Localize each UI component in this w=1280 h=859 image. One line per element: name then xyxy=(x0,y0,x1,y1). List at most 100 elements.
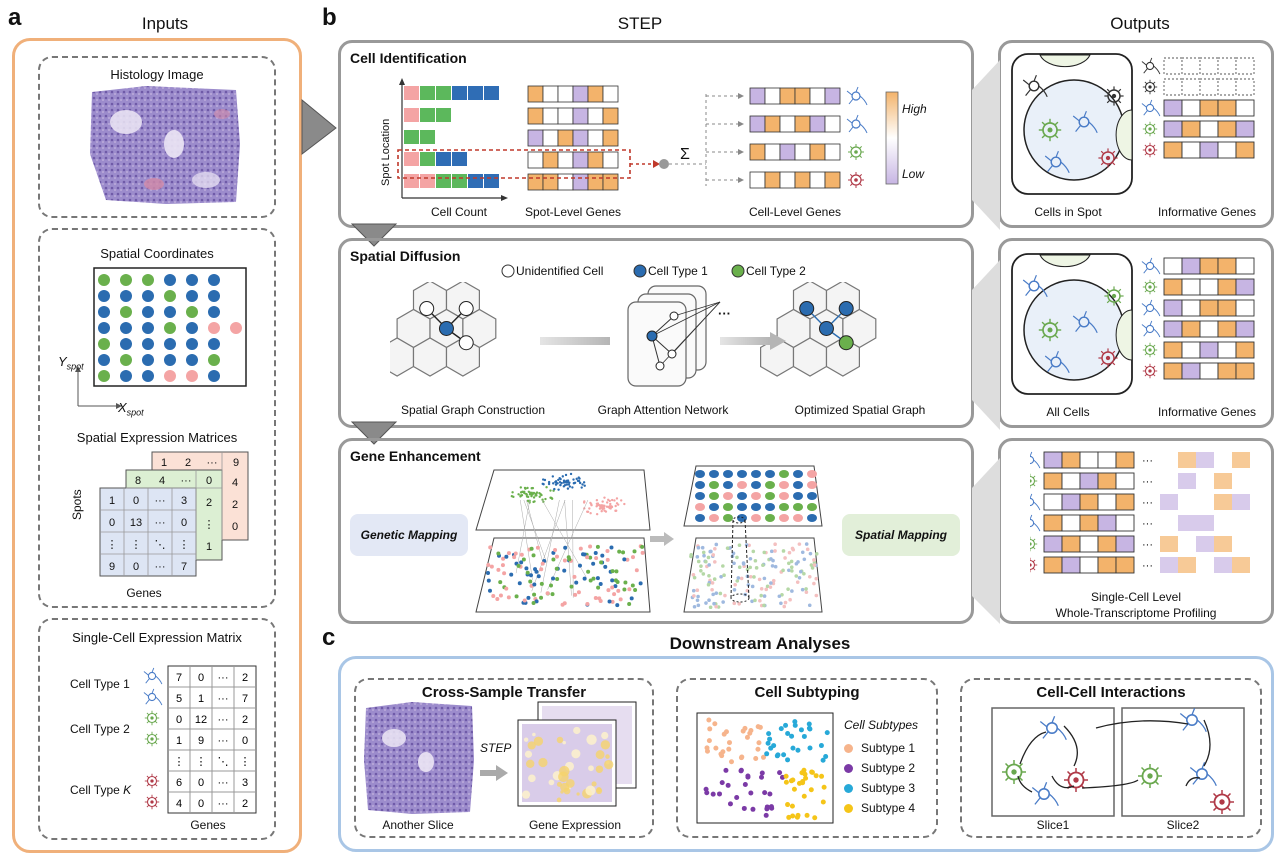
cluster-dot xyxy=(583,484,586,487)
profile-gene-cell-faded xyxy=(1232,536,1250,552)
subtype-dot xyxy=(712,721,718,727)
expression-blob xyxy=(604,759,614,770)
enhanced-dot xyxy=(707,563,711,567)
cluster-dot xyxy=(556,482,559,485)
enhanced-dot xyxy=(814,552,819,556)
inputs-frame xyxy=(12,38,302,853)
spatial-spot xyxy=(793,470,803,478)
spatial-spot xyxy=(709,481,719,489)
mapped-dot xyxy=(605,557,610,562)
matrix-value: 0 xyxy=(198,798,204,810)
single-cell-genes-label: Genes xyxy=(190,818,226,832)
spot-dot xyxy=(186,290,198,302)
enhanced-dot xyxy=(719,574,723,579)
spatial-spot xyxy=(709,514,719,522)
matrix-value: 0 xyxy=(242,735,248,747)
cluster-dot xyxy=(550,497,554,500)
spot-dot xyxy=(142,306,154,318)
arrow-cellid-to-diffusion xyxy=(350,223,398,247)
enhanced-dot xyxy=(786,561,791,566)
attention-node xyxy=(655,361,665,371)
cluster-dot xyxy=(534,493,537,496)
spot-dot xyxy=(98,306,110,318)
panel-label-a: a xyxy=(8,4,22,31)
mapped-dot xyxy=(627,601,632,606)
spot-dot xyxy=(186,338,198,350)
mapped-dot xyxy=(615,603,620,608)
spot-dot xyxy=(98,274,110,286)
enhanced-dot xyxy=(762,576,767,581)
cell-icon xyxy=(1142,363,1158,379)
enhanced-dot xyxy=(692,594,696,598)
enhanced-dot xyxy=(712,601,716,606)
informative-gene-cell xyxy=(1217,99,1237,117)
spot-level-genes-label: Spot-Level Genes xyxy=(524,205,622,219)
subtype-dot xyxy=(717,791,723,797)
spot-gene-cell xyxy=(527,85,544,103)
profile-gene-cell-faded xyxy=(1160,557,1178,573)
subtype-dot xyxy=(762,790,768,796)
enhanced-dot xyxy=(713,560,717,564)
cell-gene-cell xyxy=(779,87,796,105)
enhanced-dot xyxy=(732,601,737,606)
subtyping-scatter xyxy=(696,712,834,824)
cells-in-spot-label: Cells in Spot xyxy=(1034,205,1102,219)
attention-node xyxy=(646,330,658,342)
informative-genes-label-1: Informative Genes xyxy=(1157,205,1257,219)
neuron-icon xyxy=(1179,708,1207,732)
subtype-dot xyxy=(739,754,745,760)
spot-dot xyxy=(98,290,110,302)
cell-icon xyxy=(1142,279,1158,295)
informative-gene-cell xyxy=(1181,299,1201,317)
mapped-dot xyxy=(614,569,619,574)
profile-gene-cell xyxy=(1097,451,1117,469)
cluster-dot xyxy=(532,491,536,495)
profile-gene-cell xyxy=(1043,535,1063,553)
cluster-dot xyxy=(582,481,586,484)
subtype-swatch xyxy=(844,763,853,773)
cluster-dot xyxy=(552,482,555,485)
spot-gene-cell xyxy=(527,129,544,147)
profile-gene-cell xyxy=(1097,493,1117,511)
enhanced-dot xyxy=(779,601,783,606)
neuron-icon xyxy=(1030,451,1041,469)
enhanced-dot xyxy=(707,573,711,578)
mapping-line xyxy=(572,499,574,598)
enhanced-dot xyxy=(750,584,755,589)
cluster-dot xyxy=(527,490,531,493)
mapped-dot xyxy=(591,576,596,581)
neuron-icon xyxy=(1039,716,1067,740)
matrix-value: 4 xyxy=(232,477,238,489)
subtype-dot xyxy=(707,726,713,732)
graph-node xyxy=(458,301,474,317)
cluster-dot xyxy=(577,476,580,479)
mapped-dot xyxy=(607,599,612,604)
neuron-icon xyxy=(1072,110,1098,134)
profile-gene-cell-faded xyxy=(1160,494,1178,510)
enhanced-dot xyxy=(750,599,754,604)
cluster-dot xyxy=(560,481,563,485)
informative-gene-cell xyxy=(1181,278,1201,296)
matrix-value: 9 xyxy=(233,457,239,469)
informative-gene-cell xyxy=(1181,257,1201,275)
cell-icon xyxy=(1104,286,1124,306)
subtype-swatch xyxy=(844,743,853,753)
cluster-dot xyxy=(564,473,568,477)
matrix-value: 2 xyxy=(206,497,212,509)
enhanced-dot xyxy=(805,547,810,552)
expression-blob xyxy=(556,736,564,744)
enhanced-dot xyxy=(739,576,744,581)
enhanced-dot xyxy=(781,549,786,553)
mapped-dot xyxy=(610,569,615,574)
cluster-dot xyxy=(547,482,551,486)
enhanced-dot xyxy=(695,555,700,559)
subtype-dot xyxy=(759,770,765,776)
mapped-dot xyxy=(504,586,509,591)
spot-dot xyxy=(208,290,220,302)
enhanced-dot xyxy=(789,559,794,564)
spatial-spot xyxy=(695,514,705,522)
spot-dot xyxy=(186,370,198,382)
enhanced-dot xyxy=(773,564,778,569)
informative-gene-cell xyxy=(1199,299,1219,317)
